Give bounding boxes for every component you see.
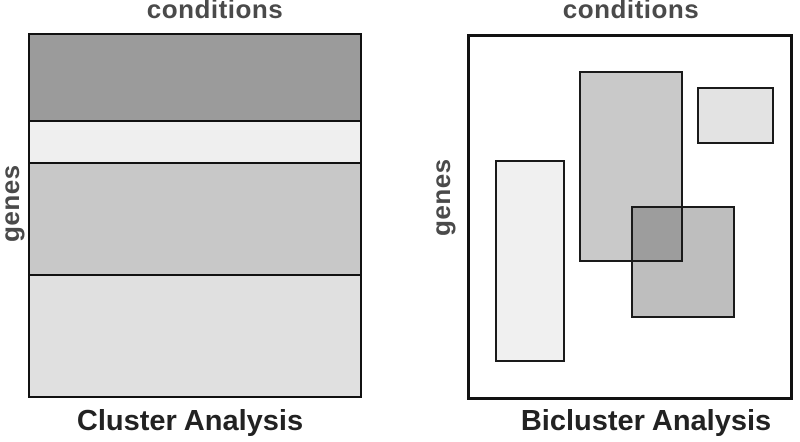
bicluster-top-right xyxy=(697,87,774,144)
right-conditions-axis-label: conditions xyxy=(562,0,700,24)
bicluster-analysis-caption: Bicluster Analysis xyxy=(520,405,772,437)
cluster-band-1 xyxy=(30,35,360,122)
bicluster-left-column xyxy=(495,160,565,362)
cluster-analysis-caption: Cluster Analysis xyxy=(76,405,304,437)
right-genes-axis-label: genes xyxy=(426,158,456,236)
cluster-band-2 xyxy=(30,122,360,164)
bicluster-overlap-region xyxy=(631,206,683,262)
left-genes-axis-label: genes xyxy=(0,164,25,242)
cluster-band-3 xyxy=(30,164,360,276)
cluster-matrix xyxy=(28,33,362,398)
cluster-band-4 xyxy=(30,276,360,396)
left-conditions-axis-label: conditions xyxy=(146,0,284,24)
bicluster-matrix xyxy=(467,34,793,400)
